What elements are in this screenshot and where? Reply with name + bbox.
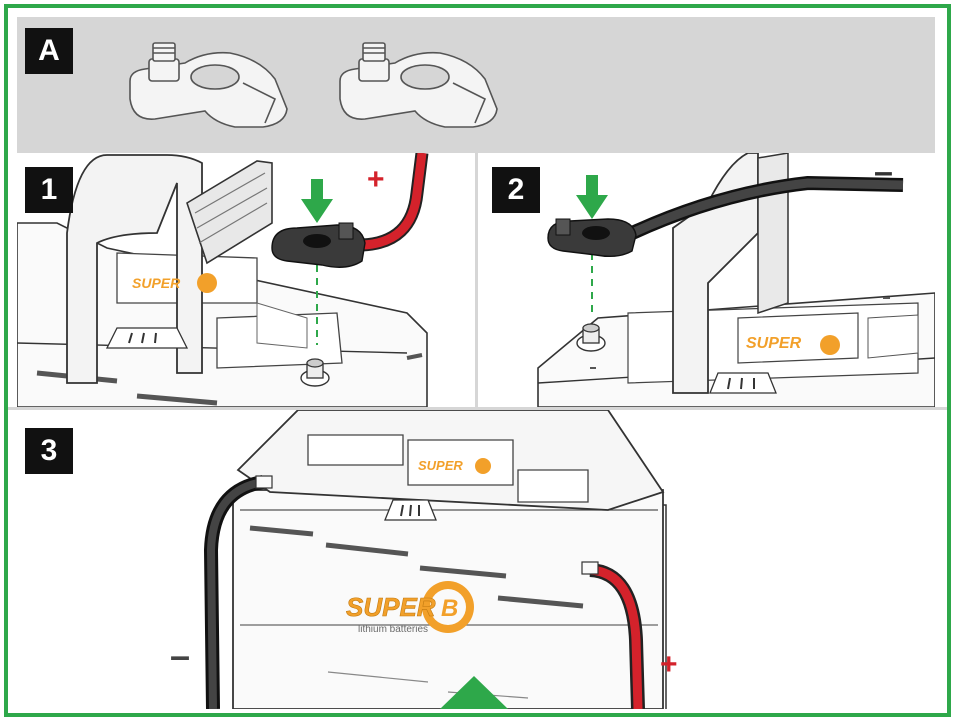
step-3-badge: 3 bbox=[25, 428, 73, 474]
terminal-clamp-icon bbox=[547, 218, 637, 258]
green-frame bbox=[4, 4, 951, 717]
step-2-illustration: SUPER bbox=[537, 153, 935, 407]
panel-a: A bbox=[17, 17, 935, 153]
step-3-negative-sign: – bbox=[170, 635, 191, 676]
terminal-clamp-icon bbox=[271, 222, 366, 268]
down-arrow-icon bbox=[301, 179, 333, 223]
terminal-clamps bbox=[129, 42, 498, 128]
bottom-notch bbox=[440, 676, 508, 709]
step-3-positive-sign: + bbox=[660, 648, 678, 681]
step-1-panel: SUPER 1 + bbox=[17, 153, 475, 407]
step-2-polarity: – bbox=[874, 153, 893, 191]
logo-flame bbox=[197, 273, 217, 293]
logo-mark: SUPER bbox=[132, 275, 181, 291]
step-3-illustration: SUPER B SUPER lithium batteries bbox=[203, 410, 667, 709]
step-1-polarity: + bbox=[367, 163, 385, 196]
panel-a-badge: A bbox=[25, 28, 73, 74]
step-1-illustration: SUPER bbox=[17, 153, 429, 407]
terminal-clamp-icon bbox=[129, 42, 288, 128]
brand-text: SUPER bbox=[346, 592, 436, 622]
svg-text:B: B bbox=[441, 595, 458, 622]
divider-vertical bbox=[475, 153, 478, 407]
divider-horizontal bbox=[8, 407, 947, 410]
down-arrow-icon bbox=[576, 175, 608, 219]
step-2-panel: SUPER bbox=[478, 153, 935, 407]
terminal-clamp-icon bbox=[339, 42, 498, 128]
logo-flame-lid bbox=[475, 458, 491, 474]
logo-mark: SUPER bbox=[746, 335, 802, 352]
step-1-badge: 1 bbox=[25, 167, 73, 213]
brand-subtitle: lithium batteries bbox=[358, 624, 428, 635]
logo-mark-lid: SUPER bbox=[418, 458, 463, 473]
step-3-panel: SUPER B SUPER lithium batteries 3 bbox=[8, 410, 947, 709]
logo-flame bbox=[820, 335, 840, 355]
step-2-badge: 2 bbox=[492, 167, 540, 213]
brand-logo: B bbox=[422, 581, 474, 633]
